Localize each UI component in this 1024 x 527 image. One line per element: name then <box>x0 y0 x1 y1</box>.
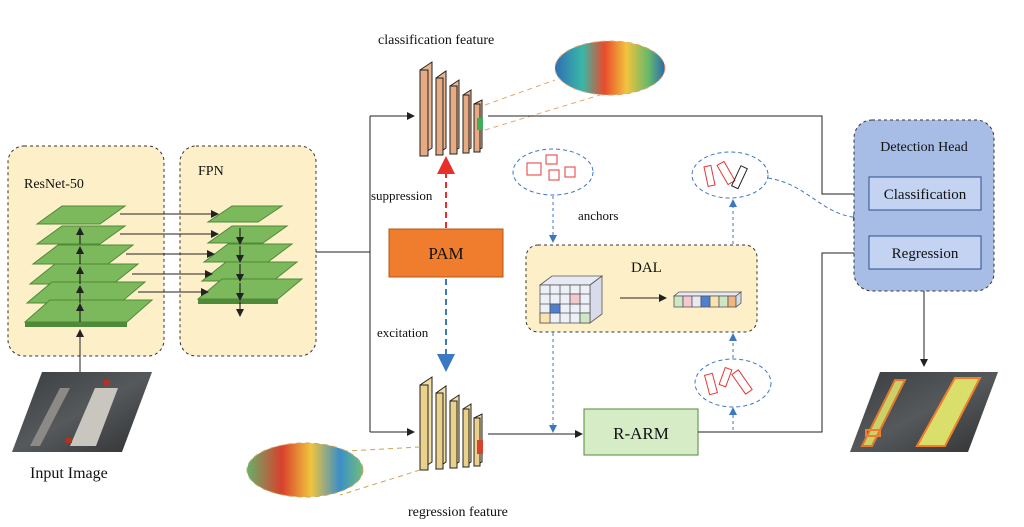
lateral-connections <box>120 210 219 296</box>
regression-label: Regression <box>892 246 959 262</box>
refined-anchors-cloud <box>694 358 772 408</box>
fpn-label: FPN <box>198 164 224 179</box>
anchors-cloud <box>512 148 594 196</box>
anchors-label: anchors <box>578 208 618 223</box>
regression-heatmap <box>246 442 364 498</box>
classification-heatmap <box>554 40 666 96</box>
rarm-label: R-ARM <box>613 424 669 443</box>
pam-block <box>388 228 504 278</box>
aligned-anchor-boxes <box>703 160 748 190</box>
pam-label: PAM <box>428 244 463 263</box>
input-image <box>12 372 152 452</box>
regression-feature-label: regression feature <box>408 505 508 520</box>
excitation-label: excitation <box>377 325 429 340</box>
resnet-layers <box>23 205 154 327</box>
classification-label: Classification <box>884 187 967 203</box>
output-image <box>850 372 998 452</box>
detection-head-label: Detection Head <box>880 140 967 155</box>
dal-vector <box>672 291 743 308</box>
resnet-label: ResNet-50 <box>24 177 84 192</box>
input-image-label: Input Image <box>30 465 108 482</box>
regression-feature-stack <box>419 376 483 471</box>
refined-anchor-boxes <box>703 366 753 396</box>
classification-block <box>868 176 982 211</box>
dal-label: DAL <box>631 260 662 276</box>
suppression-label: suppression <box>371 188 433 203</box>
classification-feature-stack <box>419 61 483 157</box>
classification-feature-label: classification feature <box>378 33 494 48</box>
aligned-anchors-cloud <box>691 151 769 199</box>
anchor-boxes <box>526 154 576 181</box>
dal-tensor <box>538 275 604 324</box>
regression-block <box>868 235 982 270</box>
